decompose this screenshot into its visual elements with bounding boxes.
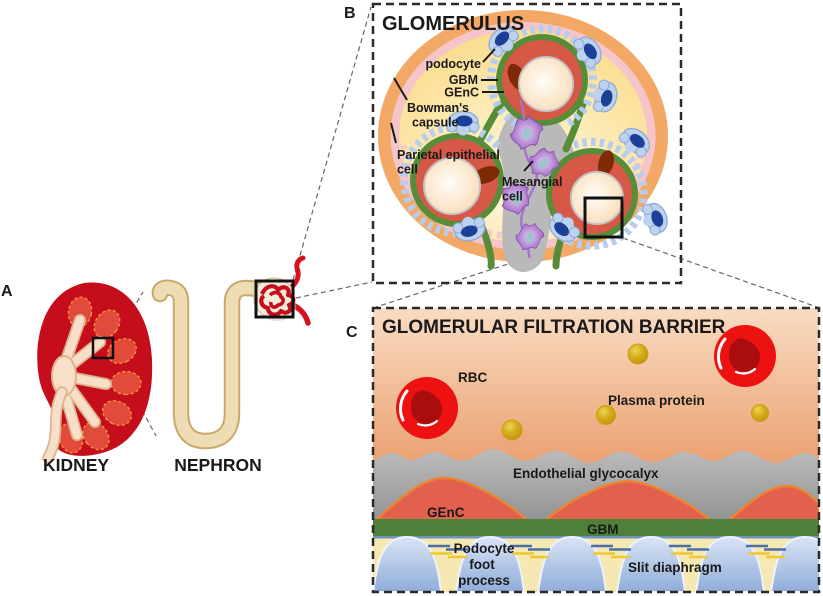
nephron-zoom-square (254, 279, 295, 319)
panel-b-zoom-square (583, 196, 624, 239)
capillary-loop-top (487, 24, 597, 128)
connector-panelB-panelC-right (622, 237, 818, 308)
panel-c-title: GLOMERULAR FILTRATION BARRIER (382, 317, 726, 338)
renal-pyramid (110, 370, 142, 396)
label-mesangial-2: cell (502, 190, 523, 204)
panel-c: C (346, 306, 821, 594)
plasma-protein-dot (501, 419, 523, 441)
glomerulus-capillary-tuft-inner (268, 290, 285, 309)
gbm-underline (373, 536, 819, 539)
label-bowmans-capsule-2: capsule (412, 116, 459, 130)
label-mesangial-1: Mesangial (502, 175, 562, 189)
label-podocyte: podocyte (425, 57, 481, 71)
label-parietal-2: cell (397, 163, 418, 177)
label-endothelial-glycocalyx: Endothelial glycocalyx (513, 466, 659, 481)
foot-process-arch (615, 535, 687, 592)
mesangium (497, 104, 574, 272)
panel-b-title: GLOMERULUS (382, 13, 524, 35)
genc-layer (373, 476, 819, 522)
label-podocyte-foot-1: Podocyte (454, 541, 515, 556)
kidney-illustration (37, 282, 153, 464)
label-plasma-protein: Plasma protein (608, 393, 705, 408)
plasma-protein-dot (627, 343, 649, 365)
label-parietal-1: Parietal epithelial (397, 148, 500, 162)
label-genc-c: GEnC (427, 505, 465, 520)
panel-b-pointer-lines (390, 48, 534, 172)
panel-c-letter: C (346, 324, 358, 341)
label-podocyte-foot-3: process (458, 573, 510, 588)
genc-cell-hump (725, 484, 819, 522)
genc-cell-hump (373, 476, 531, 522)
afferent-arteriole (287, 255, 306, 291)
capillary-lumen (423, 157, 481, 215)
kidney-zoom-square (91, 336, 115, 360)
connector-nephron-panelB-top (292, 6, 372, 281)
podocyte-foot-teeth (556, 137, 648, 250)
label-genc: GEnC (444, 86, 479, 100)
red-blood-cell (394, 375, 460, 441)
plasma-protein-dot (596, 405, 616, 425)
panel-a: A (1, 255, 311, 475)
foot-process-arch (694, 535, 766, 592)
label-bowmans-capsule-1: Bowman's (407, 101, 469, 115)
label-gbm-c: GBM (587, 522, 619, 537)
podocyte-foot-process-layer (373, 535, 819, 592)
panel-a-letter: A (1, 283, 13, 300)
capillary-lumen (518, 56, 574, 112)
panel-b-letter: B (344, 5, 356, 22)
kidney-caption: KIDNEY (43, 455, 109, 475)
panel-c-border (371, 306, 821, 594)
label-podocyte-foot-2: foot (469, 557, 495, 572)
nephron-tubule (153, 281, 267, 448)
panel-b-border (371, 2, 683, 285)
panel-c-content: GLOMERULAR FILTRATION BARRIER RBC Plasma… (373, 308, 819, 592)
label-gbm: GBM (449, 73, 478, 87)
endothelial-nucleus (598, 150, 614, 176)
genc-cell-hump (542, 479, 714, 522)
label-slit-diaphragm: Slit diaphragm (628, 560, 722, 575)
label-rbc: RBC (458, 370, 487, 385)
ureter (44, 388, 66, 462)
capillary-loop-left (399, 122, 504, 237)
gbm-layer (373, 519, 819, 536)
capillary-loop-right (546, 137, 648, 250)
podocyte-foot-teeth (487, 24, 597, 128)
glomerulus-capillary-tuft (259, 284, 296, 317)
nephron-caption: NEPHRON (174, 455, 262, 475)
panel-b: B (344, 2, 683, 285)
foot-process-arch (536, 535, 608, 592)
foot-process-arch (454, 535, 526, 592)
nephron-illustration (151, 255, 311, 450)
plasma-protein-dot (751, 404, 769, 422)
connector-nephron-panelB-bottom (295, 281, 373, 299)
foot-process-arch (373, 535, 443, 592)
